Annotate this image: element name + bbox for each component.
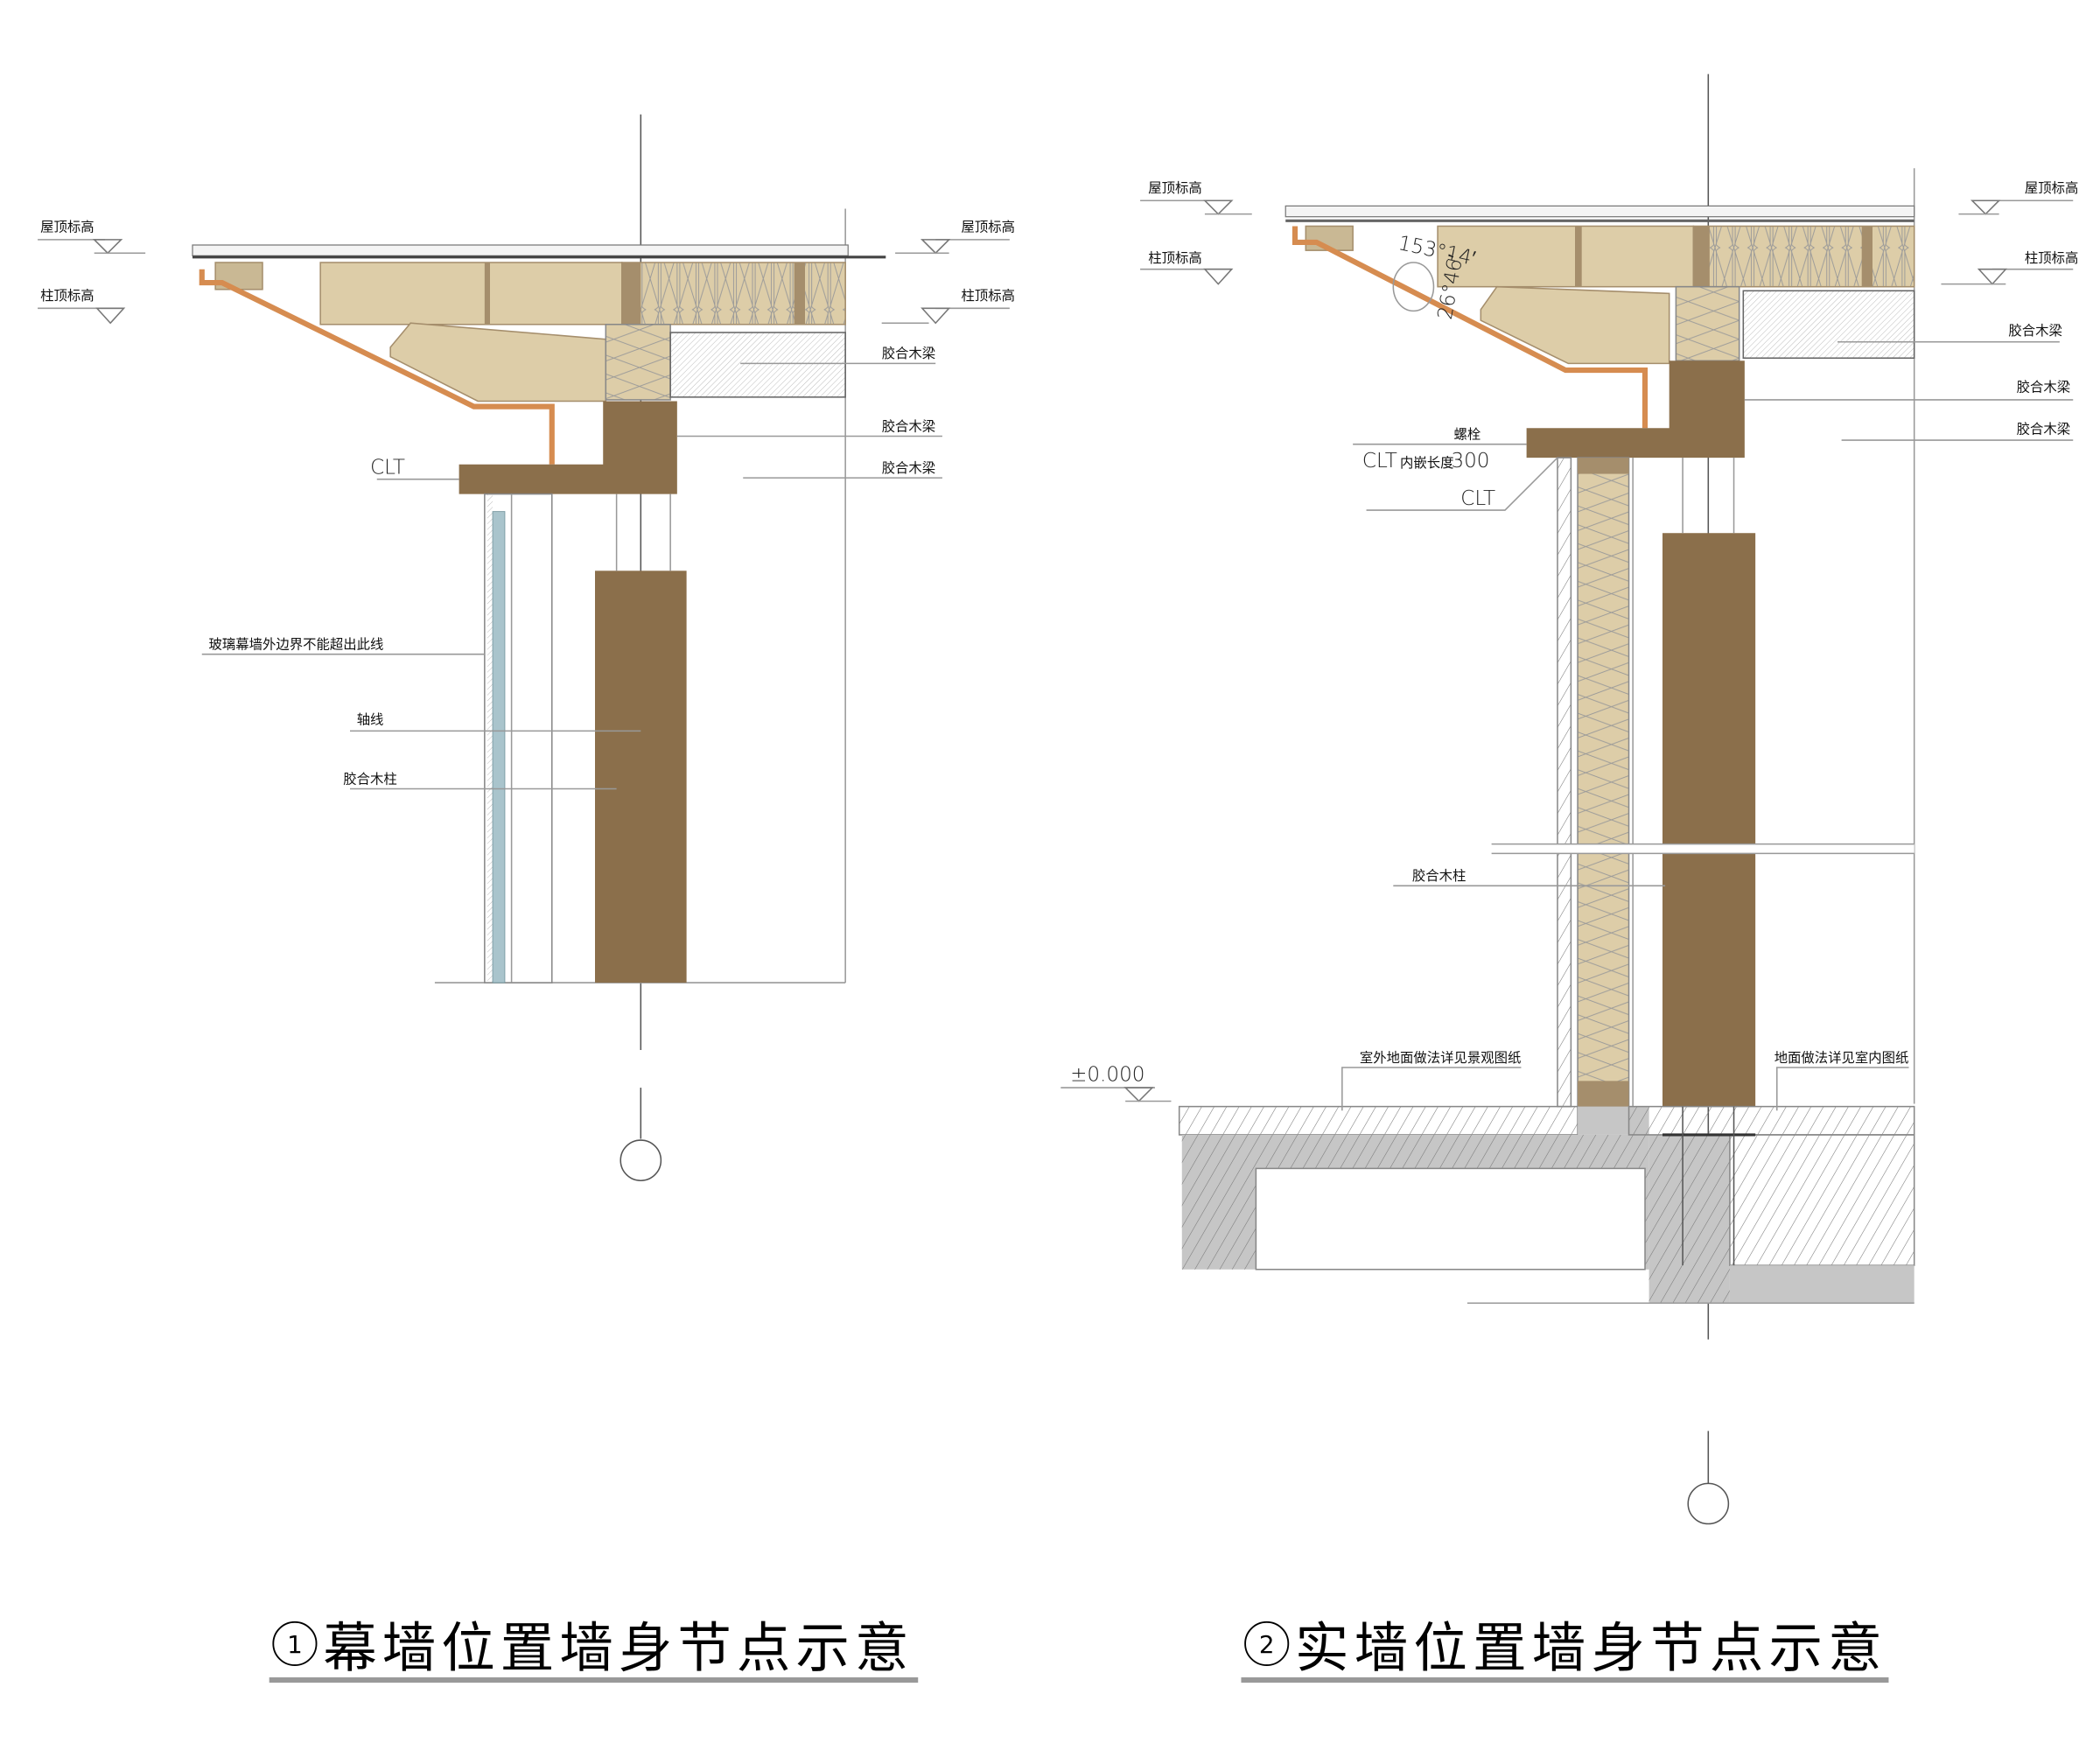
mullion — [486, 494, 494, 984]
curtain-wall-note: 玻璃幕墙外边界不能超出此线 — [208, 637, 383, 653]
roof-insulation — [621, 262, 846, 326]
indoor-slab — [1729, 1265, 1914, 1304]
glulam-column — [595, 570, 687, 984]
outdoor-floor-note: 室外地面做法详见景观图纸 — [1360, 1050, 1522, 1066]
outdoor-paving — [1178, 1105, 1578, 1136]
roof-beam — [1437, 225, 1695, 288]
level-label: 柱顶标高 — [40, 288, 94, 304]
detail-2-solid-wall: 153°14′ 26°46′ 屋顶标高 — [1060, 74, 2079, 1684]
title-number: 1 — [287, 1630, 303, 1659]
axis-bubble — [1687, 1482, 1730, 1525]
clt-label: CLT — [370, 457, 405, 480]
title-number: 2 — [1259, 1630, 1275, 1659]
column-label: 胶合木柱 — [1412, 868, 1466, 884]
detail-1-curtain-wall: 屋顶标高 柱顶标高 屋顶标高 柱顶标高 胶合木梁 胶合木梁 胶合木梁 CLT 玻… — [38, 114, 1015, 1684]
column-head-insulation — [605, 324, 671, 401]
level-label: 屋顶标高 — [961, 220, 1015, 235]
clt-beam — [458, 401, 677, 494]
beam-label: 胶合木梁 — [882, 460, 936, 476]
roof-insulation — [1692, 225, 1915, 288]
break-gap — [1491, 844, 1914, 854]
clt-embed-text: 内嵌长度 — [1400, 455, 1454, 471]
ceiling-board — [669, 332, 846, 398]
level-label: 柱顶标高 — [1148, 250, 1201, 266]
level-roof-left: 屋顶标高 — [1140, 180, 1252, 215]
soffit-cladding — [1292, 226, 1648, 429]
foundation-void — [1255, 1167, 1646, 1270]
beam-label: 胶合木梁 — [882, 346, 936, 361]
indoor-fill — [1729, 1134, 1915, 1266]
beam-joint — [1575, 226, 1582, 287]
clt-beam — [1526, 360, 1745, 458]
foundation-hatch — [1648, 1134, 1730, 1304]
beam-joint — [484, 262, 490, 325]
ground-level-marker: ±0.000 — [1060, 1063, 1172, 1102]
soffit-beam — [389, 322, 607, 402]
level-column-left: 柱顶标高 — [1140, 250, 1234, 285]
roof-beam — [319, 262, 623, 326]
wood-stud — [794, 262, 805, 325]
wall-bottom-plate — [1578, 1081, 1629, 1107]
beam-label: 胶合木梁 — [2008, 323, 2062, 339]
level-column-right: 柱顶标高 — [1941, 250, 2079, 285]
column-head-insulation — [1675, 285, 1740, 362]
clt-label: CLT — [1460, 487, 1495, 510]
clt-embed-value: 300 — [1451, 450, 1489, 472]
beam-label: 胶合木梁 — [2017, 380, 2070, 396]
indoor-floor-note: 地面做法详见室内图纸 — [1774, 1050, 1909, 1066]
ground-level-label: ±0.000 — [1070, 1063, 1144, 1086]
ceiling-board — [1742, 290, 1915, 359]
wall-top-plate — [1578, 458, 1629, 474]
wood-stud — [1693, 226, 1710, 287]
clt-embed-label: CLT — [1362, 450, 1397, 472]
soffit-cladding — [199, 269, 555, 465]
leader-line — [1366, 457, 1558, 511]
level-column-right: 柱顶标高 — [881, 288, 1015, 325]
level-roof-left: 屋顶标高 — [38, 220, 146, 255]
axis-label: 轴线 — [357, 712, 384, 728]
roof-membrane — [192, 244, 849, 256]
axis-bubble — [620, 1139, 662, 1181]
level-label: 柱顶标高 — [961, 288, 1015, 304]
exterior-cladding — [1557, 457, 1572, 1108]
indoor-floor-finish — [1628, 1105, 1915, 1136]
leader-line — [1776, 1067, 1909, 1111]
level-roof-right: 屋顶标高 — [895, 220, 1015, 255]
glulam-column — [1662, 533, 1756, 1107]
bolt-label: 螺栓 — [1454, 427, 1481, 443]
beam-label: 胶合木梁 — [2017, 421, 2070, 437]
title-underline — [269, 1676, 919, 1684]
soffit-beam — [1480, 285, 1670, 365]
angle-arc — [1392, 262, 1435, 312]
title-number-circle — [1244, 1620, 1290, 1666]
level-label: 屋顶标高 — [40, 220, 94, 235]
level-label: 屋顶标高 — [2025, 180, 2079, 196]
roof-membrane — [1284, 205, 1915, 218]
beam-label: 胶合木梁 — [882, 418, 936, 434]
title-underline — [1241, 1676, 1889, 1684]
leader-line — [1341, 1067, 1522, 1111]
wood-stud — [621, 262, 641, 325]
level-label: 柱顶标高 — [2025, 250, 2079, 266]
title-number-circle — [272, 1620, 318, 1666]
wall-insulation — [1577, 457, 1630, 1108]
detail-2-title: 实墙位置墙身节点示意 — [1295, 1617, 1882, 1680]
level-column-left: 柱顶标高 — [38, 288, 126, 325]
detail-1-title: 幕墙位置墙身节点示意 — [323, 1617, 908, 1680]
column-label: 胶合木柱 — [343, 771, 397, 787]
level-label: 屋顶标高 — [1148, 180, 1201, 196]
level-roof-right: 屋顶标高 — [1958, 180, 2079, 215]
glass-pane — [492, 511, 506, 984]
wood-stud — [1861, 226, 1872, 287]
